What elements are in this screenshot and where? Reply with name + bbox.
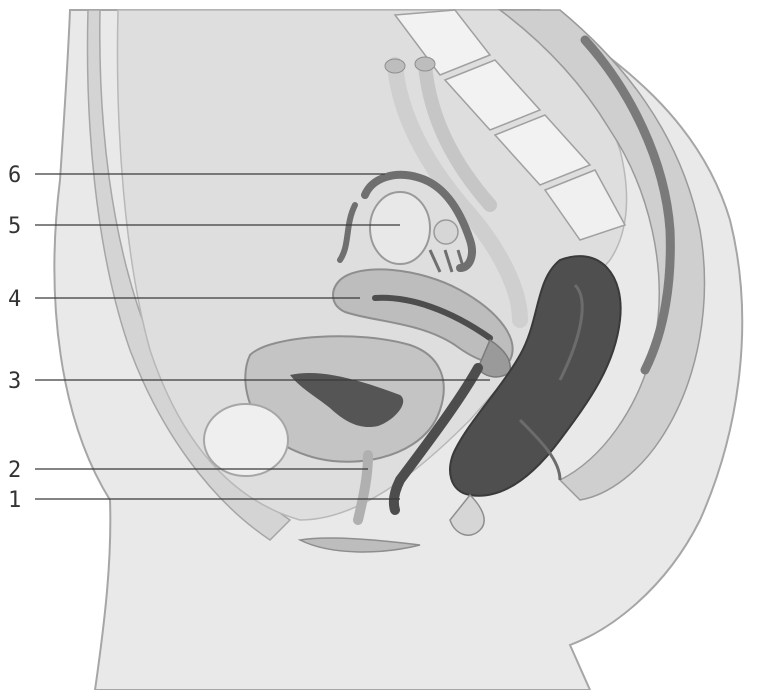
follicle [434, 220, 458, 244]
label-2: 2 [8, 458, 21, 483]
label-numbers: 6 5 4 3 2 1 [8, 163, 21, 513]
ovary-shape [370, 192, 430, 264]
label-4: 4 [8, 287, 21, 312]
label-1: 1 [8, 488, 21, 513]
label-5: 5 [8, 214, 21, 239]
label-6: 6 [8, 163, 21, 188]
label-3: 3 [8, 369, 21, 394]
pubic-bone [204, 404, 288, 476]
